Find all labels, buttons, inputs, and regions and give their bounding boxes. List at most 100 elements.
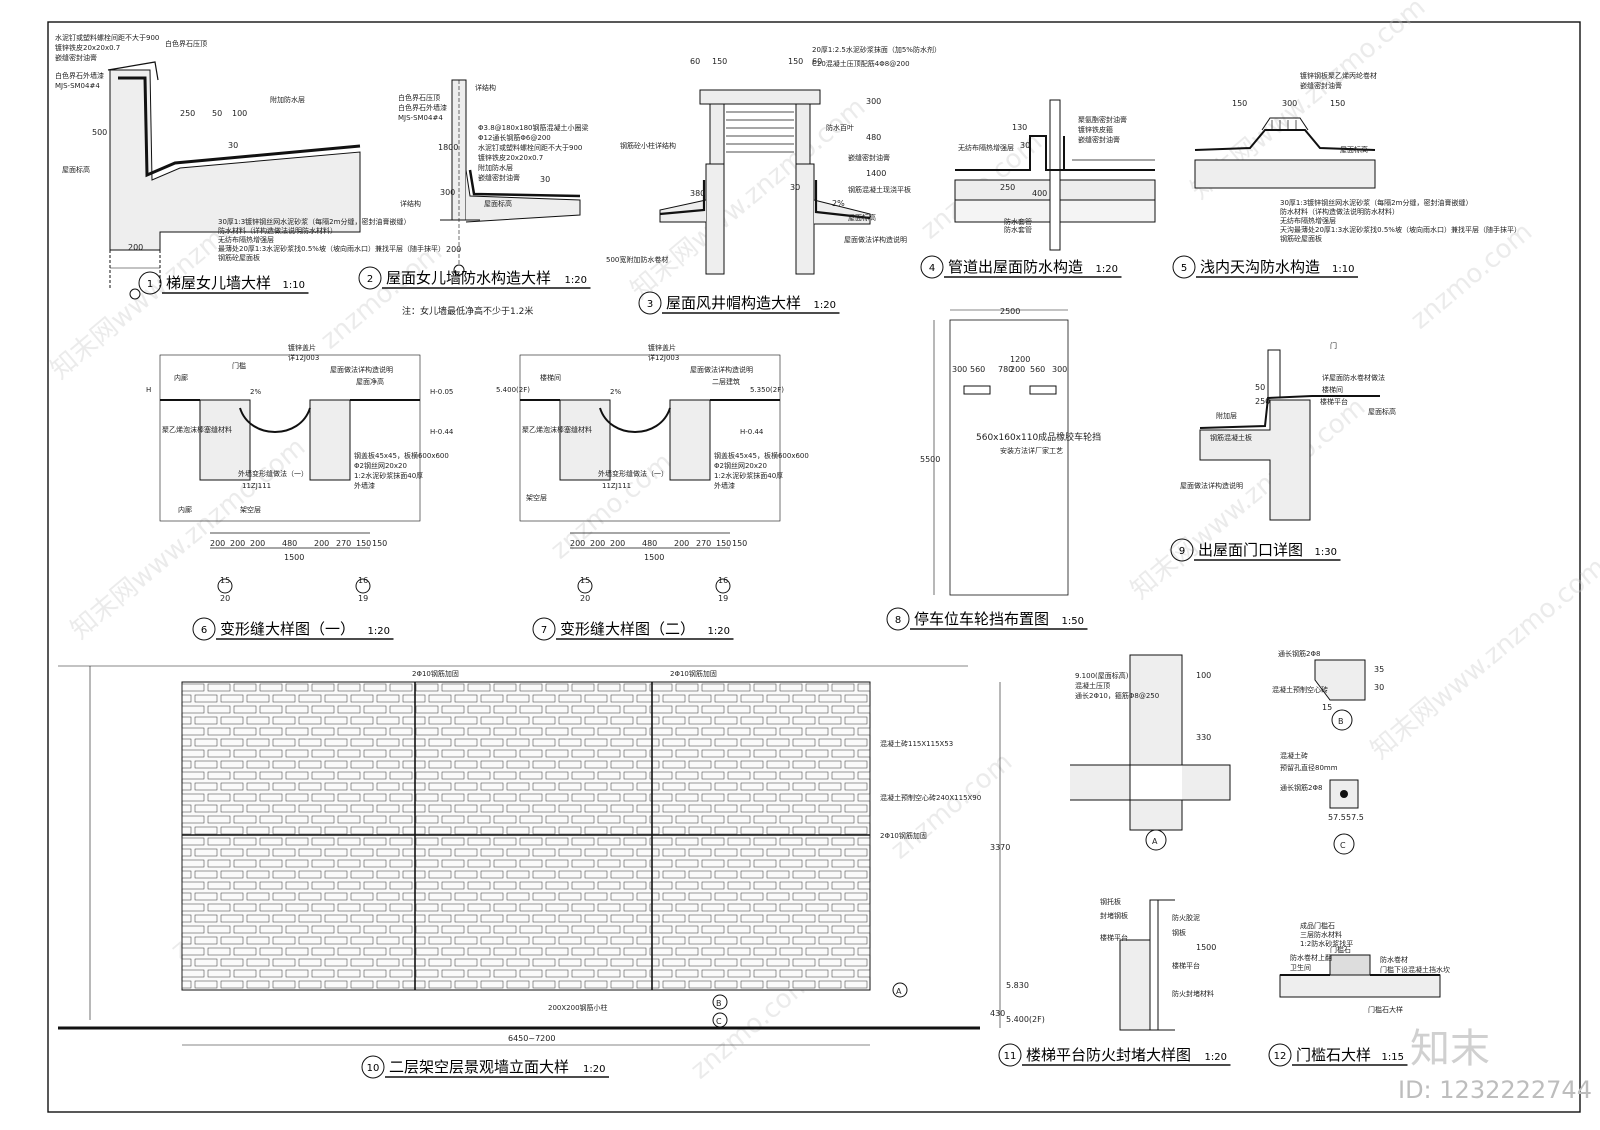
brick (675, 749, 699, 758)
brick (194, 958, 218, 967)
brick (285, 881, 309, 890)
brick (285, 837, 309, 846)
svg-text:19: 19 (358, 594, 368, 603)
brick (181, 771, 205, 780)
brick (441, 771, 465, 780)
brick (506, 694, 530, 703)
brick (415, 925, 439, 934)
brick (376, 870, 400, 879)
brick (220, 892, 244, 901)
svg-text:防水卷材: 防水卷材 (1380, 955, 1408, 964)
brick (272, 738, 296, 747)
brick (714, 936, 738, 945)
svg-text:三层防水材料: 三层防水材料 (1300, 930, 1342, 939)
brick (428, 716, 452, 725)
brick (493, 727, 517, 736)
svg-text:A: A (896, 987, 902, 996)
svg-text:镀锌铁皮箍: 镀锌铁皮箍 (1078, 125, 1113, 134)
brick (727, 683, 751, 692)
brick (311, 969, 335, 978)
brick (194, 914, 218, 923)
brick (584, 936, 608, 945)
brick (298, 848, 322, 857)
brick (246, 958, 270, 967)
brick (272, 870, 296, 879)
brick (402, 848, 426, 857)
detail-9-drawing (1199, 349, 1380, 521)
brick (493, 771, 517, 780)
detail-number: 6 (201, 625, 207, 636)
svg-text:11ZJ111: 11ZJ111 (242, 482, 271, 490)
svg-text:H-0.44: H-0.44 (740, 428, 764, 436)
detail-number-circle (998, 1043, 1022, 1067)
brick (558, 936, 582, 945)
brick (766, 870, 790, 879)
brick (740, 870, 764, 879)
brick (766, 760, 790, 769)
brick (571, 815, 595, 824)
brick (688, 760, 712, 769)
brick (753, 969, 777, 978)
brick (428, 782, 452, 791)
brick (844, 716, 868, 725)
detail-title-text: 停车位车轮挡布置图 (914, 610, 1049, 628)
brick (480, 980, 504, 989)
brick (649, 837, 673, 846)
brick (844, 936, 868, 945)
svg-text:白色界石压顶: 白色界石压顶 (165, 39, 207, 48)
brick (337, 705, 361, 714)
svg-text:300: 300 (440, 188, 455, 197)
brick (792, 958, 816, 967)
brick (220, 694, 244, 703)
brick (857, 749, 871, 758)
brick (376, 738, 400, 747)
detail-number: 10 (367, 1063, 380, 1074)
brick (259, 859, 283, 868)
brick (857, 881, 871, 890)
brick (688, 936, 712, 945)
brick (207, 727, 231, 736)
svg-text:500: 500 (92, 128, 107, 137)
svg-text:1800: 1800 (438, 143, 458, 152)
brick (298, 826, 322, 835)
brick (454, 870, 478, 879)
svg-text:2%: 2% (610, 388, 621, 396)
brick (181, 914, 192, 923)
brick (714, 738, 738, 747)
svg-text:1400: 1400 (866, 169, 886, 178)
svg-text:30: 30 (1374, 683, 1384, 692)
svg-text:6450~7200: 6450~7200 (508, 1034, 555, 1043)
brick (805, 925, 829, 934)
brick (675, 727, 699, 736)
brick (805, 727, 829, 736)
svg-text:150: 150 (372, 539, 387, 548)
brick (389, 881, 413, 890)
detail-title-text: 变形缝大样图（二） (560, 620, 695, 638)
brick (636, 914, 660, 923)
brick (844, 848, 868, 857)
brick (818, 782, 842, 791)
brick (571, 727, 595, 736)
brick (207, 881, 231, 890)
svg-text:250: 250 (180, 109, 195, 118)
brick (220, 848, 244, 857)
brick (467, 947, 491, 956)
brick (272, 826, 296, 835)
brick (558, 980, 582, 989)
brick (857, 903, 871, 912)
brick (363, 705, 387, 714)
brick (298, 694, 322, 703)
brick (831, 969, 855, 978)
brick (467, 683, 491, 692)
brick (376, 826, 400, 835)
svg-text:安装方法详厂家工艺: 安装方法详厂家工艺 (1000, 446, 1063, 455)
brick (441, 705, 465, 714)
brick (428, 892, 452, 901)
brick (220, 870, 244, 879)
detail-scale: 1:50 (1062, 616, 1084, 627)
svg-text:钢筋砼小柱详结构: 钢筋砼小柱详结构 (620, 141, 676, 150)
brick (532, 782, 556, 791)
svg-text:1500: 1500 (644, 553, 664, 562)
brick (480, 738, 504, 747)
brick (805, 793, 829, 802)
